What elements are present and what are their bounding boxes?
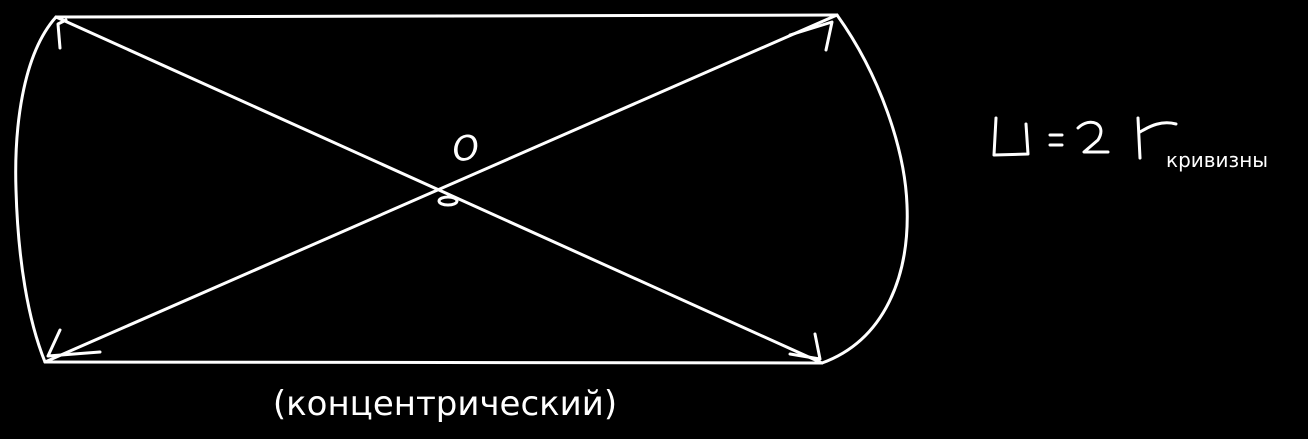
left-mirror	[14, 15, 58, 364]
formula-letter-l	[992, 116, 1030, 157]
right-mirror	[820, 13, 909, 365]
top-line	[54, 13, 839, 19]
ray-bottom-left-to-top-right	[43, 13, 839, 364]
diagram-caption: (концентрический)	[272, 384, 618, 424]
center-focus-mark	[437, 195, 459, 207]
arrowhead-bottom-right	[788, 332, 822, 361]
formula-subscript: кривизны	[1166, 148, 1269, 172]
formula-digit-two	[1076, 120, 1110, 154]
bottom-line	[43, 360, 824, 365]
formula-letter-r	[1136, 116, 1178, 160]
center-label: O	[450, 127, 482, 170]
arrowhead-bottom-left	[46, 328, 102, 358]
arrowhead-top-left	[56, 18, 68, 50]
arrowhead-top-right	[788, 20, 834, 52]
formula-handwritten	[992, 116, 1178, 160]
